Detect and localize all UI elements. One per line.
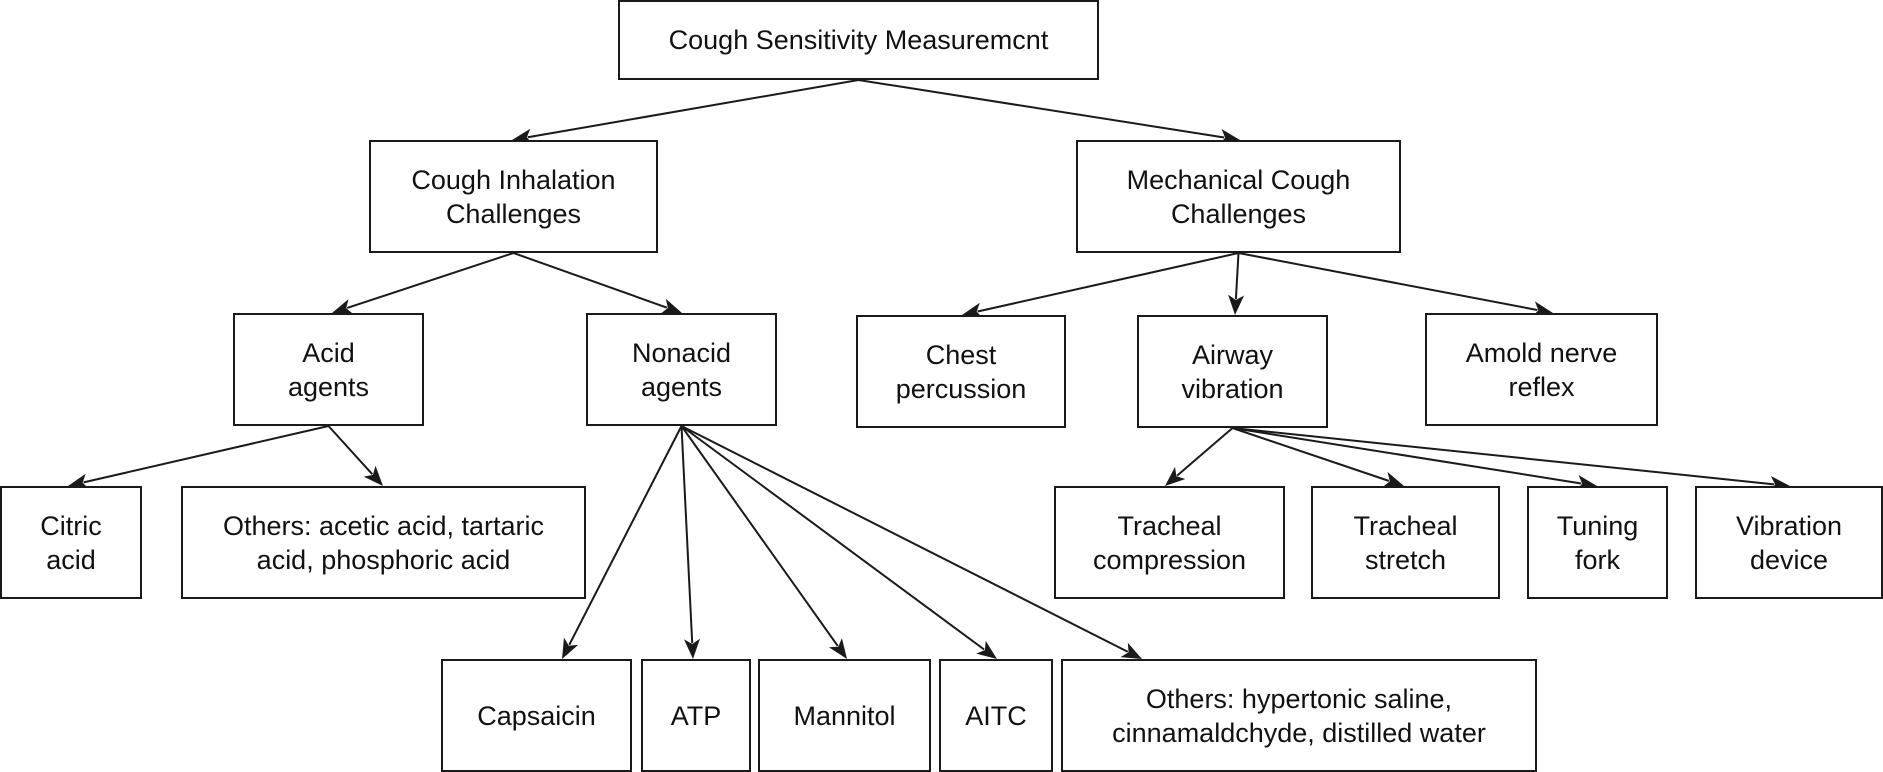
arrow-line [680,425,694,644]
arrow-nonacid-to-atp [680,425,700,659]
node-capsaicin: Capsaicin [441,659,632,772]
node-mannitol: Mannitol [758,659,931,772]
arrow-line [680,425,985,651]
node-atp: ATP [641,659,751,772]
arrow-acid-to-others_acid [327,425,383,486]
arrow-line [527,79,859,139]
node-nonacid-agents: Nonacid agents [586,313,777,426]
arrow-mechanical-to-amold [1238,252,1553,318]
node-chest-percussion: Chest percussion [856,315,1066,428]
node-acid-agents: Acid agents [233,313,424,426]
arrow-head [1228,294,1245,315]
arrow-head [684,638,700,659]
arrow-line [1176,427,1234,477]
arrow-head [363,465,383,486]
arrow-head [562,637,579,659]
arrow-head [660,298,682,314]
arrow-line [83,425,329,484]
arrow-line [327,425,373,475]
arrow-airway-to-tracheal_stretch [1232,427,1404,488]
arrow-head [962,302,984,319]
arrow-line [1232,427,1775,486]
node-airway-vibration: Airway vibration [1137,315,1328,428]
arrow-line [513,252,668,309]
arrow-airway-to-vibration_dev [1232,427,1790,492]
arrow-line [681,425,1129,653]
arrow-head [976,640,997,659]
arrow-nonacid-to-mannitol [680,425,847,659]
arrow-line [1232,427,1582,485]
arrow-inhalation-to-acid [332,252,514,315]
arrow-line [568,425,683,646]
arrow-line [1234,252,1240,300]
node-tracheal-compression: Tracheal compression [1054,486,1285,599]
arrow-inhalation-to-nonacid [513,252,682,314]
arrow-mechanical-to-airway [1228,252,1245,315]
arrow-line [858,79,1225,139]
arrow-root-to-mechanical [858,79,1240,145]
node-tracheal-stretch: Tracheal stretch [1311,486,1500,599]
node-mechanical-cough-challenges: Mechanical Cough Challenges [1076,140,1401,253]
node-tuning-fork: Tuning fork [1527,486,1668,599]
arrow-nonacid-to-capsaicin [562,425,683,659]
arrow-head [1382,472,1404,488]
node-aitc: AITC [939,659,1053,772]
node-others-acid: Others: acetic acid, tartaric acid, phos… [181,486,586,599]
node-others-nonacid: Others: hypertonic saline, cinnamaldchyd… [1061,659,1537,772]
arrow-nonacid-to-others_nonacid [681,425,1142,659]
arrow-head [828,638,847,659]
arrow-line [1232,427,1390,482]
arrow-line [1238,252,1538,311]
node-cough-sensitivity-measurement: Cough Sensitivity Measuremcnt [618,0,1099,80]
arrow-head [1120,642,1142,659]
arrow-line [680,425,839,647]
arrow-mechanical-to-chest [962,252,1239,319]
node-citric-acid: Citric acid [0,486,142,599]
arrow-line [977,252,1239,313]
node-amold-nerve-reflex: Amold nerve reflex [1425,313,1658,426]
node-cough-inhalation-challenges: Cough Inhalation Challenges [369,140,658,253]
arrow-airway-to-tracheal_comp [1165,427,1234,486]
arrow-nonacid-to-aitc [680,425,997,659]
node-vibration-device: Vibration device [1695,486,1883,599]
arrow-line [346,252,514,309]
arrow-root-to-inhalation [512,79,859,145]
arrow-head [332,299,354,315]
arrow-head [1165,466,1186,486]
arrow-head [68,473,90,490]
arrow-acid-to-citric [68,425,329,490]
